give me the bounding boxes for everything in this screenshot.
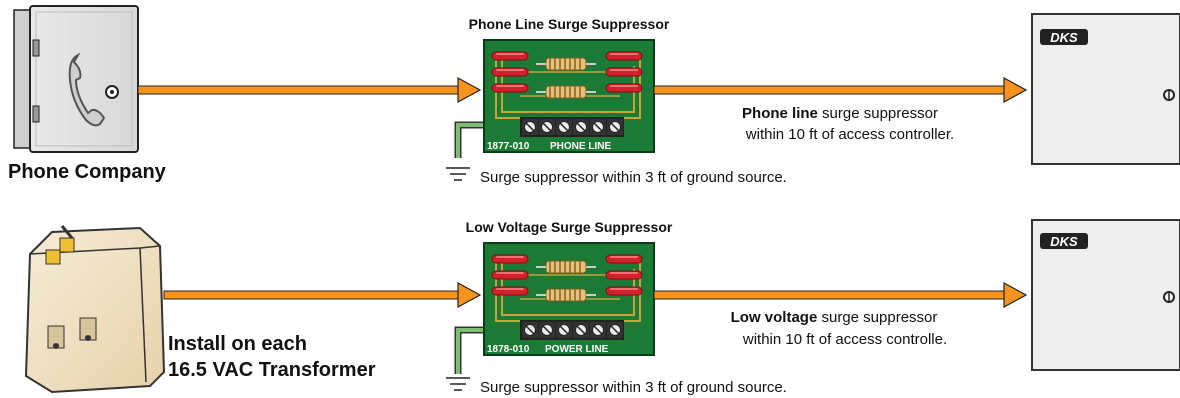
board-part-number: 1877-010 <box>487 141 530 152</box>
phone-box-icon <box>13 5 139 153</box>
surge-board-icon <box>483 39 655 153</box>
surge-note-line1: Low voltage surge suppressor <box>731 309 938 326</box>
transformer-icon <box>24 225 166 394</box>
transformer-label-line1: Install on each <box>168 333 307 355</box>
surge-note-line1: Phone line surge suppressor <box>742 105 938 122</box>
arrow-phone-to-suppressor <box>137 76 482 104</box>
surge-note-line2: within 10 ft of access controller. <box>745 126 954 143</box>
suppressor-title: Phone Line Surge Suppressor <box>469 16 670 32</box>
surge-note-bold: Phone line <box>742 105 818 122</box>
ground-icon <box>446 377 470 391</box>
ground-wire <box>454 121 490 158</box>
surge-board-icon <box>483 242 655 356</box>
ground-note: Surge suppressor within 3 ft of ground s… <box>480 169 787 186</box>
suppressor-title: Low Voltage Surge Suppressor <box>466 219 673 235</box>
surge-note-rest: surge suppressor <box>818 105 938 122</box>
board-line-label: POWER LINE <box>545 344 609 355</box>
ground-wire <box>454 326 490 374</box>
arrow-transformer-to-suppressor <box>163 281 482 309</box>
controller-box-icon <box>1031 13 1180 165</box>
surge-note-rest: surge suppressor <box>817 309 937 326</box>
controller-logo: DKS <box>1050 30 1078 45</box>
controller-logo: DKS <box>1050 234 1078 249</box>
surge-note-bold: Low voltage <box>731 309 818 326</box>
board-line-label: PHONE LINE <box>550 141 611 152</box>
board-part-number: 1878-010 <box>487 344 530 355</box>
phone-company-label: Phone Company <box>8 161 167 183</box>
arrow-suppressor-to-controller <box>653 76 1028 104</box>
arrow-suppressor-to-controller <box>653 281 1028 309</box>
ground-note: Surge suppressor within 3 ft of ground s… <box>480 379 787 396</box>
controller-box-icon <box>1031 219 1180 371</box>
surge-note-line2: within 10 ft of access controlle. <box>742 331 947 348</box>
ground-icon <box>446 167 470 181</box>
transformer-label-line2: 16.5 VAC Transformer <box>168 359 376 381</box>
